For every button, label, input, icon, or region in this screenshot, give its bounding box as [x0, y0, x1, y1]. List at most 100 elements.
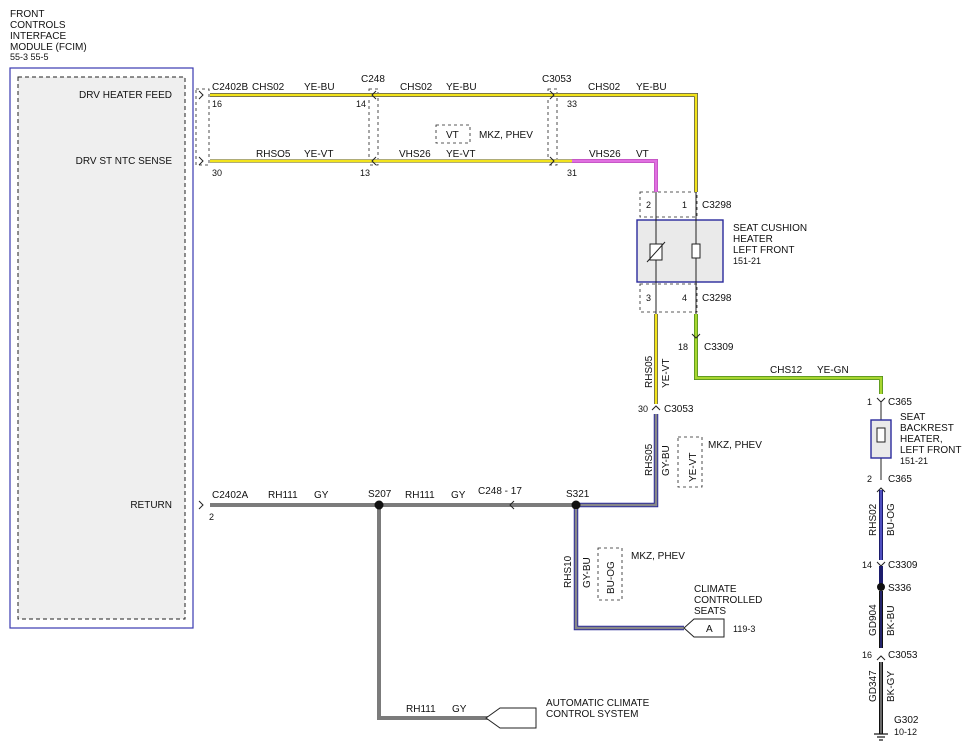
svg-text:RHS02: RHS02	[868, 503, 879, 536]
splice-label-s321: S321	[566, 489, 590, 500]
heater-element-icon	[876, 427, 886, 443]
pin-13: 13	[360, 168, 370, 178]
pin-31: 31	[567, 168, 577, 178]
connector-arrows	[198, 90, 555, 166]
wire-rhs05-gy-bu	[576, 414, 659, 508]
svg-text:BK-BU: BK-BU	[886, 605, 897, 636]
wire-rh111-gy	[210, 503, 576, 720]
wire-color-ye-bu: YE-BU	[304, 82, 335, 93]
wire-label-rh111: RH111	[268, 490, 298, 501]
pin-1: 1	[682, 200, 687, 210]
svg-text:BU-OG: BU-OG	[606, 561, 617, 594]
wire-color-ye-vt: YE-VT	[446, 149, 475, 160]
pin-3: 3	[646, 293, 651, 303]
svg-text:SEAT CUSHION: SEAT CUSHION	[733, 223, 807, 234]
wire-color-gy-bu: GY-BU	[582, 557, 593, 588]
heater-element-icon	[691, 243, 701, 259]
wire-label-gd347: GD347	[868, 670, 879, 702]
connector-outlines	[195, 88, 703, 601]
conn-c365: C365	[888, 397, 912, 408]
option-mkz-phev: MKZ, PHEV	[631, 551, 685, 562]
wire-color-ye-bu: YE-BU	[446, 82, 477, 93]
svg-text:LEFT FRONT: LEFT FRONT	[900, 445, 961, 456]
ground-icon	[874, 733, 888, 741]
splice-label-s336: S336	[888, 583, 912, 594]
climate-connector-icon	[683, 618, 725, 638]
ground-ref: 10-12	[894, 727, 917, 737]
wire-label-rhso5: RHSO5	[256, 149, 291, 160]
splice-s336	[877, 583, 885, 591]
conn-c2402a: C2402A	[212, 490, 248, 501]
wire-label-rhs10: RHS10	[563, 555, 574, 588]
wire-label-chs02: CHS02	[588, 82, 621, 93]
wire-color-gy-bu: GY-BU	[661, 445, 672, 476]
svg-text:HEATER,: HEATER,	[900, 434, 943, 445]
wire-label-chs02: CHS02	[400, 82, 433, 93]
acc-connector-icon	[485, 707, 537, 729]
pin-drv-st-ntc-sense: DRV ST NTC SENSE	[76, 156, 173, 167]
pin-2: 2	[209, 512, 214, 522]
fcim-module-body	[17, 76, 186, 620]
svg-text:CONTROL SYSTEM: CONTROL SYSTEM	[546, 709, 638, 720]
wire-label-vhs26: VHS26	[589, 149, 621, 160]
svg-text:GY-BU: GY-BU	[582, 557, 593, 588]
fcim-module-outline	[9, 67, 194, 629]
svg-text:RHS05: RHS05	[644, 355, 655, 388]
conn-c365: C365	[888, 474, 912, 485]
wire-label-rh111: RH111	[405, 490, 435, 501]
wire-color-vt: VT	[636, 149, 649, 160]
svg-text:MODULE (FCIM): MODULE (FCIM)	[10, 42, 87, 53]
svg-text:CLIMATE: CLIMATE	[694, 584, 737, 595]
pin-2: 2	[867, 474, 872, 484]
module-label: FRONT CONTROLS INTERFACE MODULE (FCIM) 5…	[10, 9, 87, 62]
wire-chs12-ye-gn	[694, 314, 883, 394]
svg-text:RHS05: RHS05	[644, 443, 655, 476]
svg-text:GD904: GD904	[868, 604, 879, 636]
wire-label-rhs05: RHS05	[644, 355, 655, 388]
svg-text:55-3 55-5: 55-3 55-5	[10, 52, 49, 62]
wire-label-gd904: GD904	[868, 604, 879, 636]
conn-c2402b: C2402B	[212, 82, 248, 93]
svg-text:151-21: 151-21	[733, 256, 761, 266]
pin-30: 30	[212, 168, 222, 178]
svg-text:BK-GY: BK-GY	[886, 671, 897, 702]
conn-c3053: C3053	[888, 650, 918, 661]
wire-label-rhs05: RHS05	[644, 443, 655, 476]
seat-cushion-label: SEAT CUSHION HEATER LEFT FRONT 151-21	[733, 223, 807, 266]
pin-4: 4	[682, 293, 687, 303]
wire-label-chs12: CHS12	[770, 365, 803, 376]
conn-c3053: C3053	[664, 404, 694, 415]
pin-18: 18	[678, 342, 688, 352]
conn-c3298: C3298	[702, 200, 732, 211]
conn-c248: C248	[361, 74, 385, 85]
splice-label-s207: S207	[368, 489, 392, 500]
svg-text:BACKREST: BACKREST	[900, 423, 954, 434]
wire-rhs10-gy-bu	[573, 509, 684, 631]
pin-30: 30	[638, 404, 648, 414]
splice-s207	[374, 500, 384, 510]
climate-ref: 119-3	[733, 624, 755, 634]
wire-color-bk-bu: BK-BU	[886, 605, 897, 636]
svg-text:SEAT: SEAT	[900, 412, 925, 423]
seat-backrest-label: SEAT BACKREST HEATER, LEFT FRONT 151-21	[900, 412, 961, 466]
conn-c3053: C3053	[542, 74, 572, 85]
wire-color-ye-vt: YE-VT	[661, 359, 672, 388]
conn-c3309: C3309	[888, 560, 918, 571]
pin-return: RETURN	[130, 500, 172, 511]
wire-color-bu-og: BU-OG	[886, 503, 897, 536]
svg-text:YE-VT: YE-VT	[688, 453, 699, 482]
svg-text:GY-BU: GY-BU	[661, 445, 672, 476]
conn-c248-17: C248 - 17	[478, 486, 522, 497]
svg-text:BU-OG: BU-OG	[886, 503, 897, 536]
option-vt: VT	[446, 130, 459, 141]
wire-color-ye-gn: YE-GN	[817, 365, 849, 376]
pin-33: 33	[567, 99, 577, 109]
conn-c3298: C3298	[702, 293, 732, 304]
wire-color-ye-vt: YE-VT	[304, 149, 333, 160]
option-ye-vt: YE-VT	[688, 453, 699, 482]
svg-text:AUTOMATIC CLIMATE: AUTOMATIC CLIMATE	[546, 698, 650, 709]
pin-16: 16	[862, 650, 872, 660]
option-mkz-phev: MKZ, PHEV	[708, 440, 762, 451]
splice-s321	[571, 500, 581, 510]
